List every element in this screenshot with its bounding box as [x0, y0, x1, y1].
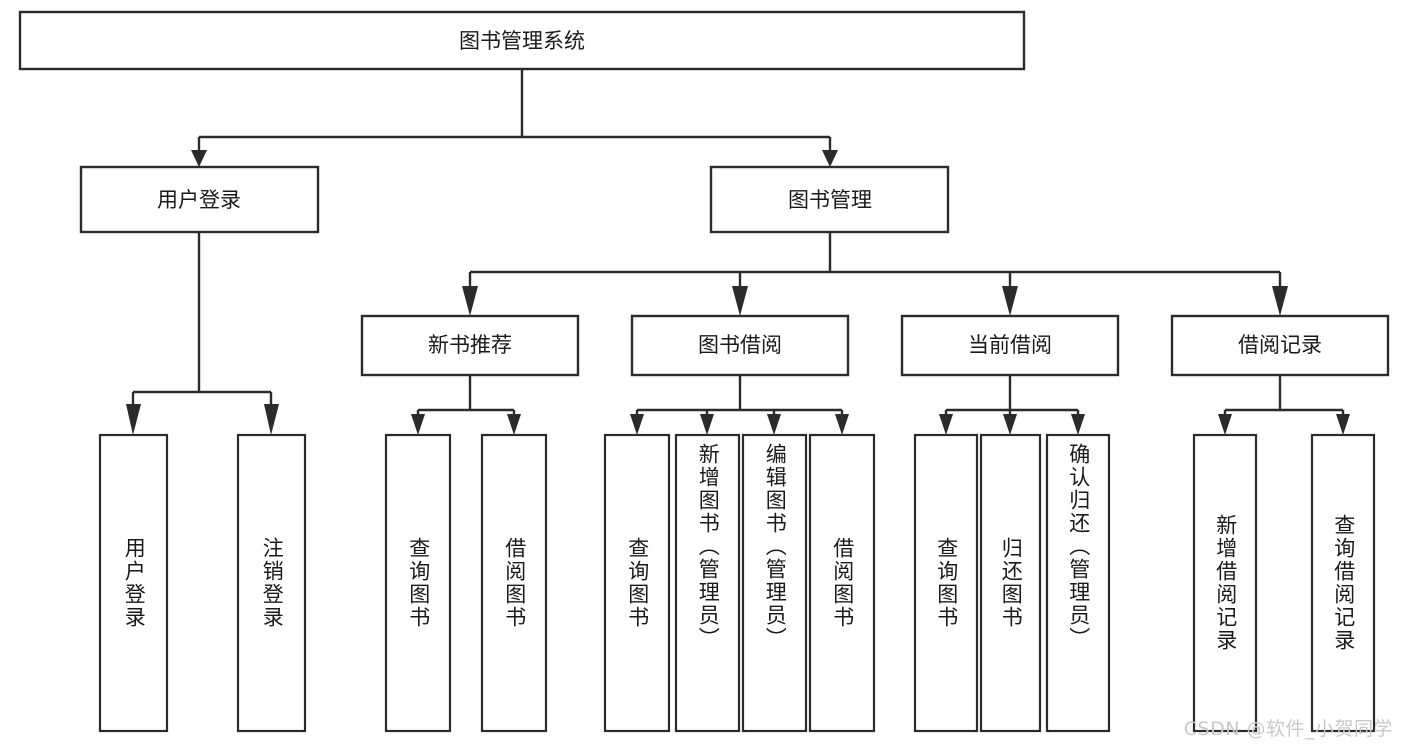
node-book-manage[interactable]: 图书管理 — [709, 165, 950, 234]
arrow-leaf-bb-1 — [630, 414, 644, 435]
node-borrow-records[interactable]: 借阅记录 — [1170, 314, 1390, 377]
arrow-leaf-user-login-2 — [264, 404, 279, 435]
leaf-label-user-login-2: 注销登录 — [260, 537, 285, 629]
leaf-box-bb-1[interactable] — [603, 433, 671, 733]
leaf-bb-4[interactable]: 借阅图书 — [810, 435, 874, 731]
leaf-label-bb-4: 借阅图书 — [830, 537, 855, 629]
node-current-borrow[interactable]: 当前借阅 — [900, 314, 1120, 377]
leaf-box-cb-1[interactable] — [913, 433, 979, 733]
node-root-label: 图书管理系统 — [459, 29, 585, 53]
leaf-label-user-login-1: 用户登录 — [122, 537, 147, 629]
arrow-leaf-bb-3 — [767, 414, 781, 435]
leaf-label-br-2: 查询借阅记录 — [1331, 514, 1356, 652]
node-root-box[interactable] — [18, 10, 1026, 71]
node-user-login-label: 用户登录 — [157, 188, 241, 212]
leaf-cb-1[interactable]: 查询图书 — [915, 435, 977, 731]
node-new-book-recommend-label: 新书推荐 — [428, 333, 512, 357]
leaf-nbr-1[interactable]: 查询图书 — [386, 435, 450, 731]
connectors — [126, 69, 1350, 435]
leaf-label-cb-1: 查询图书 — [934, 537, 959, 629]
node-book-borrow-label: 图书借阅 — [698, 333, 782, 357]
leaf-label-br-1: 新增借阅记录 — [1213, 514, 1238, 652]
leaf-cb-2[interactable]: 归还图书 — [981, 435, 1040, 731]
leaf-label-cb-3: 确认归还（管理员） — [1066, 443, 1091, 650]
arrow-user-login — [191, 150, 207, 167]
leaf-box-bb-2[interactable] — [674, 433, 741, 733]
node-borrow-records-box[interactable] — [1170, 314, 1390, 377]
leaf-user-login-2[interactable]: 注销登录 — [238, 435, 305, 731]
arrow-leaf-nbr-2 — [507, 414, 521, 435]
node-user-login[interactable]: 用户登录 — [79, 165, 320, 234]
csdn-watermark: CSDN @软件_小贺同学 — [1183, 718, 1393, 740]
node-current-borrow-box[interactable] — [900, 314, 1120, 377]
node-root[interactable]: 图书管理系统 — [18, 10, 1026, 71]
leaf-label-bb-3: 编辑图书（管理员） — [763, 443, 788, 650]
leaf-box-bb-3[interactable] — [741, 433, 808, 733]
node-user-login-box[interactable] — [79, 165, 320, 234]
arrow-leaf-cb-2 — [1003, 414, 1017, 435]
arrow-leaf-bb-2 — [700, 414, 714, 435]
node-new-book-recommend[interactable]: 新书推荐 — [360, 314, 580, 377]
node-borrow-records-label: 借阅记录 — [1238, 333, 1322, 357]
arrow-book-manage — [822, 150, 838, 167]
arrow-leaf-cb-1 — [939, 414, 953, 435]
arrow-current-borrow — [1002, 286, 1018, 316]
leaf-box-nbr-1[interactable] — [384, 433, 452, 733]
leaf-box-user-login-1[interactable] — [98, 433, 169, 733]
arrow-leaf-bb-4 — [835, 414, 849, 435]
node-book-manage-box[interactable] — [709, 165, 950, 234]
node-book-manage-label: 图书管理 — [788, 188, 872, 212]
leaf-box-br-1[interactable] — [1192, 433, 1258, 733]
node-current-borrow-label: 当前借阅 — [968, 333, 1052, 357]
leaf-box-user-login-2[interactable] — [236, 433, 307, 733]
arrow-borrow-records — [1272, 286, 1288, 316]
leaf-box-bb-4[interactable] — [808, 433, 876, 733]
leaf-nbr-2[interactable]: 借阅图书 — [482, 435, 546, 731]
leaf-bb-3[interactable]: 编辑图书（管理员） — [743, 443, 806, 731]
leaf-cb-3[interactable]: 确认归还（管理员） — [1047, 443, 1109, 731]
arrow-leaf-nbr-1 — [411, 414, 425, 435]
leaf-bb-2[interactable]: 新增图书（管理员） — [676, 443, 739, 731]
leaf-box-cb-2[interactable] — [979, 433, 1042, 733]
leaf-label-nbr-1: 查询图书 — [406, 537, 431, 629]
leaf-box-br-2[interactable] — [1310, 433, 1376, 733]
leaf-bb-1[interactable]: 查询图书 — [605, 435, 669, 731]
leaf-br-2[interactable]: 查询借阅记录 — [1312, 435, 1374, 731]
leaf-box-nbr-2[interactable] — [480, 433, 548, 733]
arrow-leaf-user-login-1 — [126, 404, 141, 435]
leaf-label-cb-2: 归还图书 — [999, 537, 1024, 629]
arrow-leaf-br-1 — [1218, 414, 1232, 435]
arrow-leaf-cb-3 — [1071, 414, 1085, 435]
arrow-leaf-br-2 — [1336, 414, 1350, 435]
node-book-borrow[interactable]: 图书借阅 — [630, 314, 850, 377]
arrow-book-borrow — [732, 286, 748, 316]
leaf-label-bb-2: 新增图书（管理员） — [696, 443, 721, 650]
leaf-user-login-1[interactable]: 用户登录 — [100, 435, 167, 731]
arrow-new-book-recommend — [462, 286, 478, 316]
leaf-label-nbr-2: 借阅图书 — [502, 537, 527, 629]
node-book-borrow-box[interactable] — [630, 314, 850, 377]
node-new-book-recommend-box[interactable] — [360, 314, 580, 377]
leaf-label-bb-1: 查询图书 — [625, 537, 650, 629]
leaf-br-1[interactable]: 新增借阅记录 — [1194, 435, 1256, 731]
leaf-box-cb-3[interactable] — [1045, 433, 1111, 733]
